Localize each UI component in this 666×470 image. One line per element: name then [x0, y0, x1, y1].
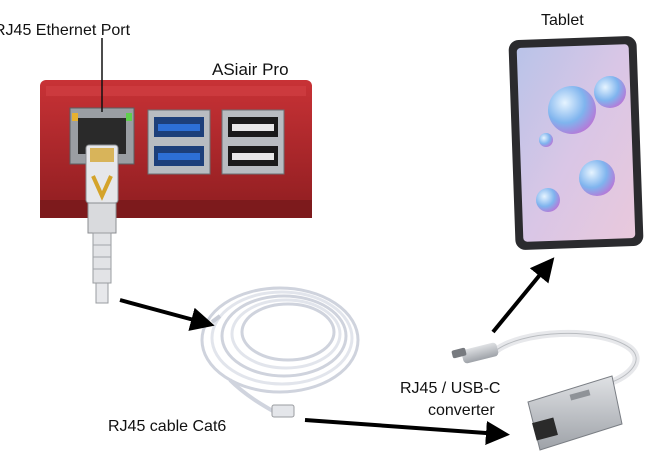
usb-port-icon — [147, 109, 211, 175]
cable-label: RJ45 cable Cat6 — [108, 418, 227, 435]
tablet-label: Tablet — [541, 12, 584, 29]
coiled-cable-icon — [200, 286, 360, 418]
arrow-adapter-to-tablet — [491, 257, 555, 334]
arrow-device-to-cable — [119, 298, 215, 331]
device-label: ASiair Pro — [212, 60, 289, 79]
tablet-icon — [508, 36, 644, 250]
ethernet-port-label: RJ45 Ethernet Port — [0, 22, 131, 39]
rj45-plug-icon — [85, 144, 119, 304]
usb2-port-icon — [221, 109, 285, 175]
arrow-cable-to-adapter — [304, 418, 510, 445]
converter-label-line1: RJ45 / USB-C — [400, 380, 501, 397]
usb-c-ethernet-adapter-icon — [451, 329, 640, 451]
arrows — [119, 257, 555, 445]
converter-label-line2: converter — [428, 402, 495, 419]
